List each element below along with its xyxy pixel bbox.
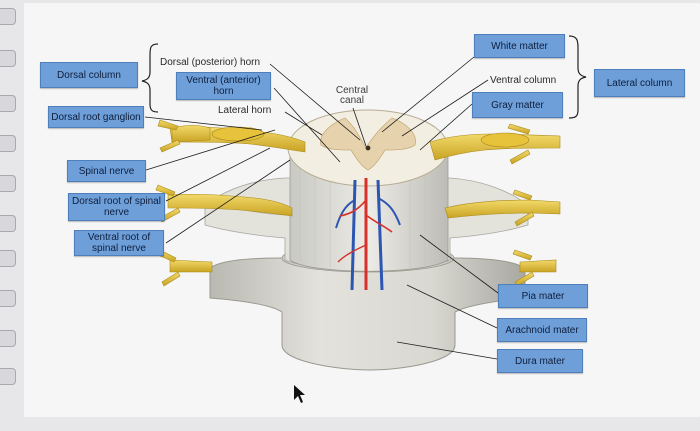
label-lateral-horn: Lateral horn (218, 105, 272, 116)
answer-tab[interactable] (0, 8, 16, 25)
answer-box-pia-mater[interactable]: Pia mater (498, 284, 588, 308)
left-brace (141, 43, 159, 113)
label-ventral-column: Ventral column (490, 75, 557, 86)
blood-vessels (335, 178, 401, 291)
mouse-cursor (294, 385, 305, 403)
answer-box-dura-mater[interactable]: Dura mater (497, 349, 583, 373)
answer-tab[interactable] (0, 50, 16, 67)
answer-tab[interactable] (0, 368, 16, 385)
label-dorsal-posterior-horn: Dorsal (posterior) horn (160, 57, 261, 68)
right-brace (568, 35, 587, 119)
answer-box-ventral-anterior-horn[interactable]: Ventral (anterior) horn (176, 72, 271, 100)
answer-box-lateral-column[interactable]: Lateral column (594, 69, 685, 97)
answer-box-dorsal-root-of-spinal-nerve[interactable]: Dorsal root of spinal nerve (68, 193, 165, 221)
answer-tab[interactable] (0, 290, 16, 307)
label-central-canal: Central canal (335, 85, 369, 106)
answer-box-white-matter[interactable]: White matter (474, 34, 565, 58)
answer-box-dorsal-root-ganglion[interactable]: Dorsal root ganglion (48, 106, 144, 128)
answer-tab[interactable] (0, 330, 16, 347)
answer-tab[interactable] (0, 175, 16, 192)
answer-box-dorsal-column[interactable]: Dorsal column (40, 62, 138, 88)
answer-box-gray-matter[interactable]: Gray matter (472, 92, 563, 118)
answer-box-spinal-nerve[interactable]: Spinal nerve (67, 160, 146, 182)
answer-tab[interactable] (0, 95, 16, 112)
dorsal-root-ganglion-shape (480, 132, 530, 148)
leader-lines (144, 56, 499, 360)
answer-tab[interactable] (0, 250, 16, 267)
answer-tab[interactable] (0, 135, 16, 152)
answer-box-ventral-root-of-spinal-nerve[interactable]: Ventral root of spinal nerve (74, 230, 164, 256)
answer-tab[interactable] (0, 215, 16, 232)
answer-box-arachnoid-mater[interactable]: Arachnoid mater (497, 318, 587, 342)
